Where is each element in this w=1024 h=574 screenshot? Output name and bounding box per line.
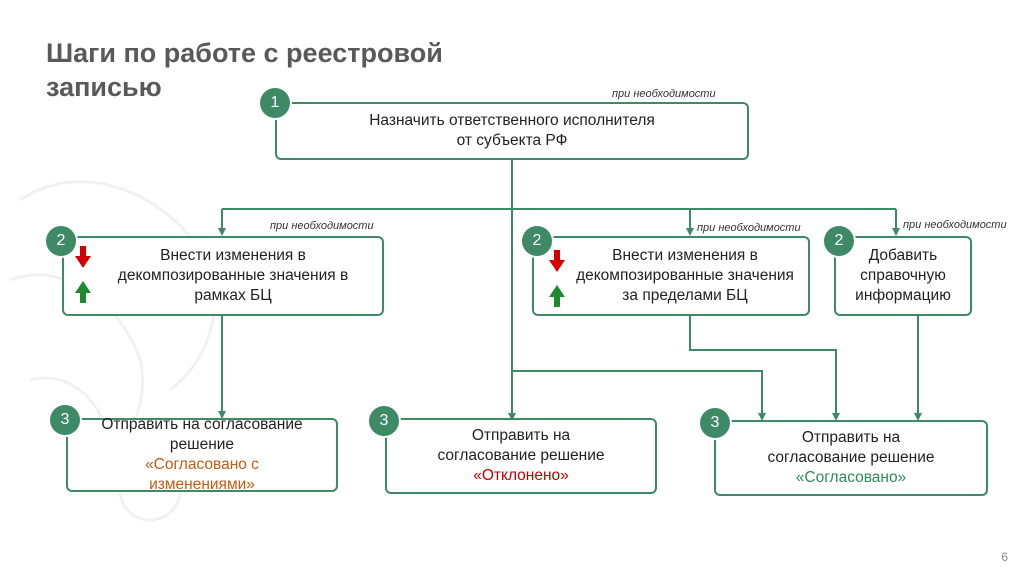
- step2-left-line1: Внести изменения в: [160, 247, 306, 264]
- step2-right-badge: 2: [824, 226, 854, 256]
- step2-right-line3: информацию: [855, 287, 951, 304]
- page-title: Шаги по работе с реестровой записью: [46, 38, 443, 102]
- step2-right-box: Добавить справочную информацию: [834, 236, 972, 316]
- step3-left-line2: решение: [169, 436, 235, 453]
- note-optional-step2-mid: при необходимости: [697, 222, 801, 234]
- step1-box: Назначить ответственного исполнителя от …: [275, 102, 749, 160]
- step3-left-badge: 3: [50, 405, 80, 435]
- step3-right-badge: 3: [700, 408, 730, 438]
- page-number: 6: [1001, 550, 1008, 564]
- step3-right-box: Отправить на согласование решение «Согла…: [714, 420, 988, 496]
- arrow-down-icon: [75, 246, 91, 268]
- step1-line1: Назначить ответственного исполнителя: [369, 112, 655, 129]
- step3-mid-badge: 3: [369, 406, 399, 436]
- connector-trunk-step3right: [512, 370, 766, 421]
- step1-line2: от субъекта РФ: [456, 132, 568, 149]
- note-optional-step2-left: при необходимости: [270, 220, 374, 232]
- arrow-down-icon: [549, 250, 565, 272]
- step2-right-line1: Добавить: [868, 247, 938, 264]
- step2-left-line2: декомпозированные значения в: [117, 267, 349, 284]
- step2-mid-line3: за пределами БЦ: [622, 287, 748, 304]
- step2-mid-line1: Внести изменения в: [612, 247, 758, 264]
- step3-left-status2: изменениями»: [149, 476, 255, 493]
- note-optional-step1: при необходимости: [612, 88, 716, 100]
- step2-left-box: Внести изменения в декомпозированные зна…: [62, 236, 384, 316]
- step2-left-line3: рамках БЦ: [194, 287, 272, 304]
- note-optional-step2-right: при необходимости: [903, 219, 1007, 231]
- step3-left-line1: Отправить на согласование: [101, 416, 303, 433]
- step3-mid-line2: согласование решение: [437, 447, 605, 464]
- step2-right-line2: справочную: [860, 267, 946, 284]
- arrow-up-icon: [549, 285, 565, 307]
- step2-mid-box: Внести изменения в декомпозированные зна…: [532, 236, 810, 316]
- step3-left-box: Отправить на согласование решение «Согла…: [66, 416, 338, 493]
- step3-right-line1: Отправить на: [801, 429, 901, 446]
- step3-mid-line1: Отправить на: [471, 427, 571, 444]
- step3-mid-box: Отправить на согласование решение «Откло…: [385, 418, 657, 494]
- connector-step2mid-step3right: [689, 316, 840, 421]
- step3-left-status1: «Согласовано с: [145, 456, 259, 473]
- step3-mid-status: «Отклонено»: [473, 467, 569, 484]
- step3-right-status: «Согласовано»: [795, 469, 907, 486]
- step3-right-line2: согласование решение: [767, 449, 935, 466]
- arrow-up-icon: [75, 281, 91, 303]
- step2-mid-line2: декомпозированные значения: [576, 267, 794, 284]
- step2-mid-badge: 2: [522, 226, 552, 256]
- step2-left-badge: 2: [46, 226, 76, 256]
- step1-badge: 1: [260, 88, 290, 118]
